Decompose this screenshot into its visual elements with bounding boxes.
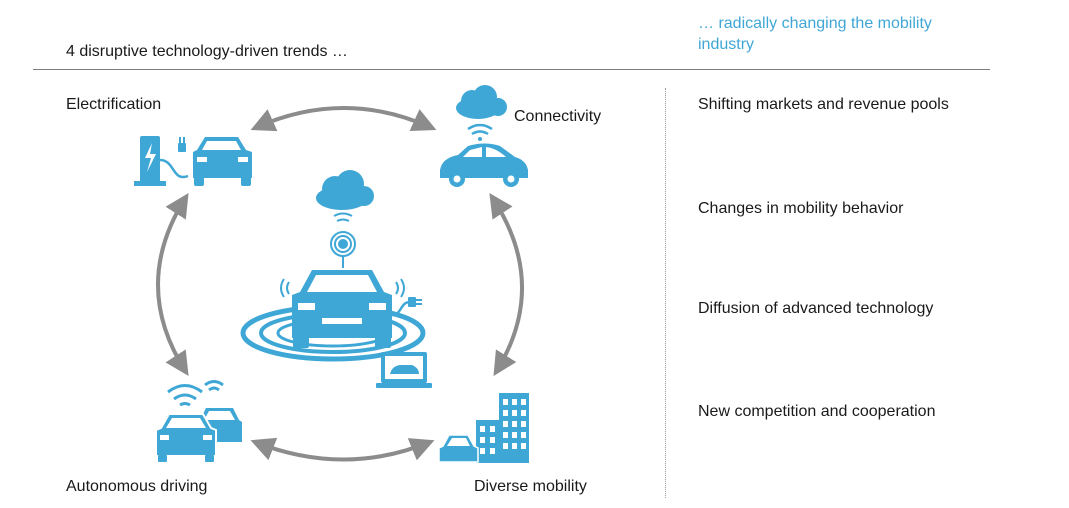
trend-label-connectivity: Connectivity	[514, 108, 602, 125]
autonomous-wifi-icon	[167, 380, 224, 407]
left-column-title: 4 disruptive technology-driven trends …	[66, 43, 348, 60]
right-column-title: … radically changing the mobility indust…	[698, 15, 932, 53]
arrow-right	[489, 192, 525, 377]
electric-car-icon	[193, 137, 252, 186]
arrow-top	[250, 106, 437, 132]
center-signal-icon	[330, 212, 356, 268]
charging-station-icon	[134, 136, 189, 186]
connected-car-icon	[440, 143, 528, 187]
wifi-icon	[467, 123, 493, 141]
arrow-bottom	[250, 437, 435, 462]
autonomous-car-front-icon	[155, 413, 217, 462]
impact-item: Diffusion of advanced technology	[698, 300, 934, 317]
cloud-icon	[456, 85, 507, 119]
trend-label-diverse-mobility: Diverse mobility	[474, 478, 587, 495]
header-divider	[33, 69, 990, 70]
center-wifi-left-icon	[280, 278, 290, 298]
trend-label-autonomous-driving: Autonomous driving	[66, 478, 208, 495]
laptop-icon	[376, 352, 432, 388]
column-divider	[665, 88, 666, 498]
impact-item: Changes in mobility behavior	[698, 200, 904, 217]
trend-label-electrification: Electrification	[66, 96, 162, 113]
impact-item: New competition and cooperation	[698, 403, 936, 420]
city-car-icon	[438, 434, 479, 463]
buildings-icon	[476, 393, 529, 463]
arrow-left	[156, 192, 189, 377]
center-cloud-icon	[316, 170, 374, 210]
center-car-icon	[292, 270, 392, 348]
center-wifi-right-icon	[395, 278, 405, 298]
center-plug-icon	[391, 297, 422, 317]
impact-item: Shifting markets and revenue pools	[698, 96, 949, 113]
